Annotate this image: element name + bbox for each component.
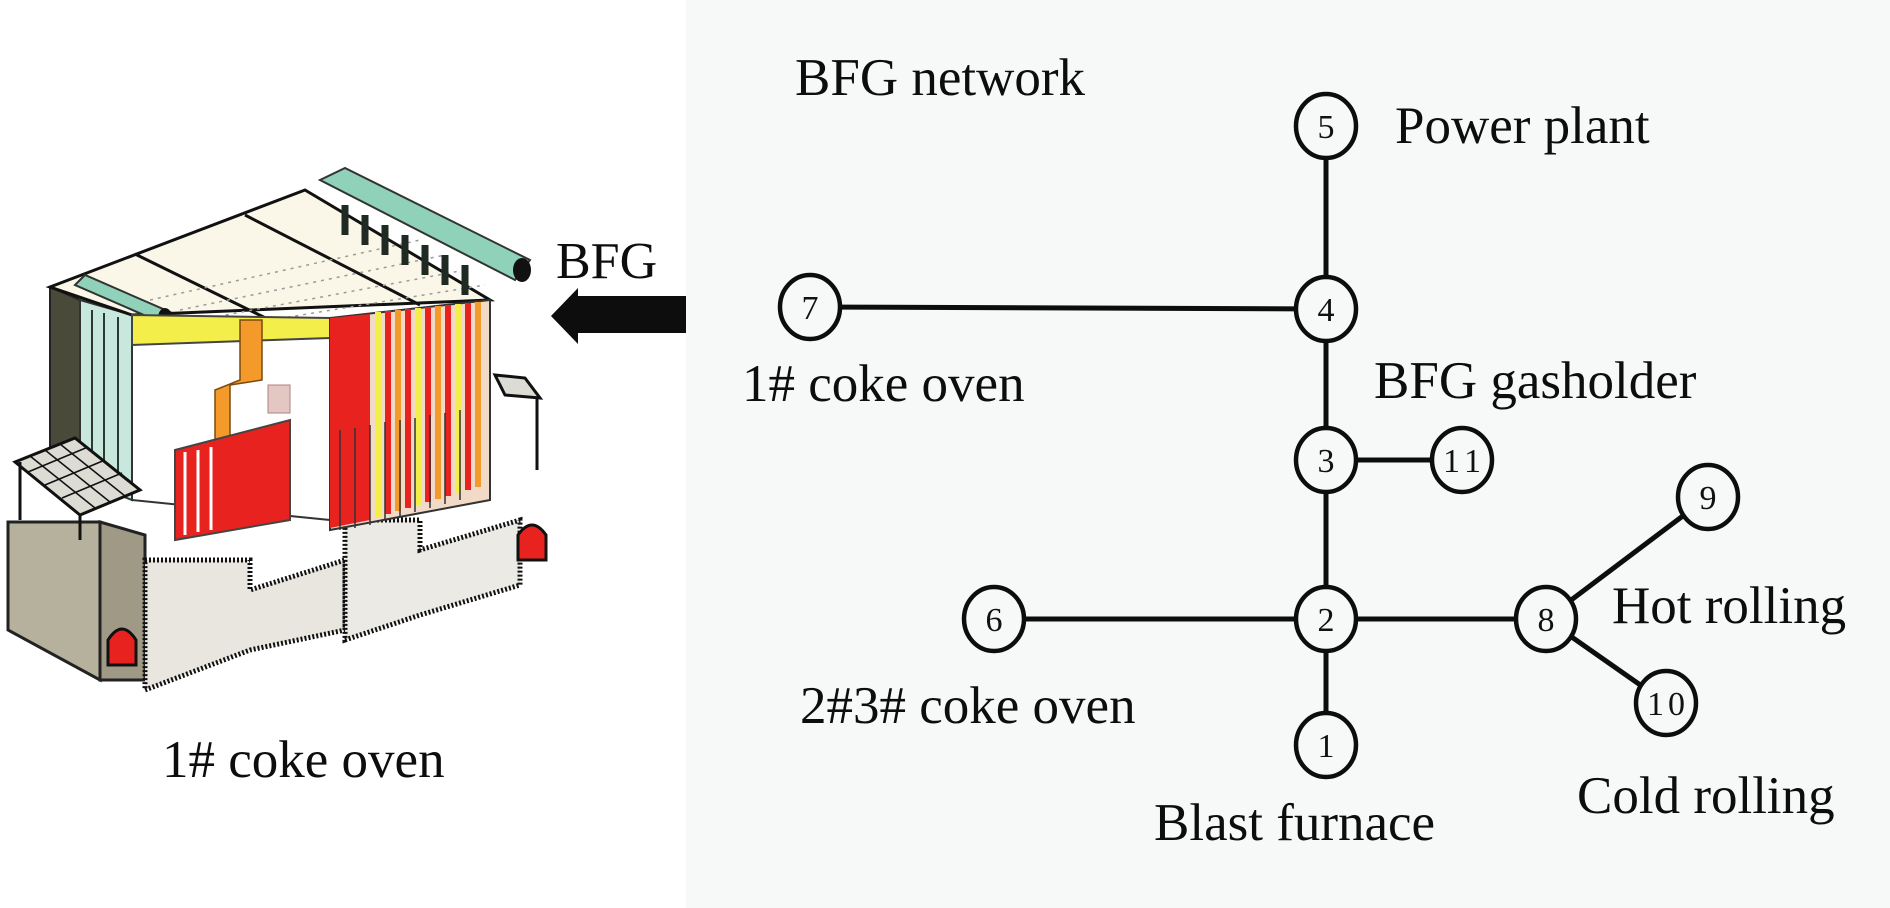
- node-number: 8: [1538, 602, 1555, 639]
- oven-main-end: [513, 258, 531, 282]
- node-circle: [1293, 584, 1359, 654]
- oven-platform-left-grid: [27, 443, 126, 509]
- coke-oven-illustration: [6, 166, 548, 694]
- oven-ascension-pipes: [341, 205, 469, 295]
- oven-platform-right: [492, 373, 544, 400]
- oven-collecting-main: [317, 166, 532, 282]
- node-circle: [1513, 584, 1579, 654]
- network-node-10: 10: [1633, 668, 1699, 738]
- bfg-arrow: [551, 288, 686, 344]
- node-circle: [1675, 462, 1741, 532]
- node-number: 4: [1318, 292, 1335, 329]
- gasholder-label: BFG gasholder: [1374, 352, 1697, 410]
- node-5-label: Power plant: [1395, 97, 1650, 155]
- node-7-label: 1# coke oven: [742, 355, 1025, 413]
- bfg-arrow-label: BFG: [556, 233, 658, 290]
- pipe-edge-7-4: [809, 304, 1327, 312]
- network-node-3: 3: [1293, 425, 1359, 495]
- oven-hatch-panel: [267, 384, 291, 414]
- node-8-label: Hot rolling: [1612, 577, 1847, 635]
- node-number: 5: [1318, 109, 1335, 146]
- node-number: 2: [1318, 602, 1335, 639]
- node-10-label: Cold rolling: [1577, 767, 1835, 825]
- bfg-arrow-shape: [551, 288, 686, 344]
- node-circle: [1293, 91, 1359, 161]
- left-panel: BFG 1# coke oven: [0, 0, 686, 908]
- node-number: 7: [802, 290, 819, 327]
- network-node-2: 2: [1293, 584, 1359, 654]
- node-6-label: 2#3# coke oven: [800, 677, 1136, 735]
- network-node-9: 9: [1675, 462, 1741, 532]
- node-1-label: Blast furnace: [1154, 794, 1436, 852]
- oven-platform-legs: [18, 398, 539, 540]
- node-number: 6: [986, 602, 1003, 639]
- node-circle: [1293, 710, 1359, 780]
- oven-door-stripes: [183, 447, 213, 535]
- node-number: 3: [1318, 443, 1335, 480]
- pipe-edge-8-9: [1544, 495, 1710, 621]
- network-node-1: 1: [1293, 710, 1359, 780]
- network-node-4: 4: [1293, 274, 1359, 344]
- network-node-7: 7: [777, 272, 843, 342]
- node-number: 9: [1700, 480, 1717, 517]
- network-node-11: 11: [1429, 425, 1495, 495]
- oven-buckstays: [375, 302, 481, 517]
- node-circle: [1293, 425, 1359, 495]
- oven-lower-rods: [339, 410, 461, 530]
- oven-flue-right: [516, 523, 548, 562]
- node-circle: [777, 272, 843, 342]
- oven-lower-door: [174, 418, 291, 542]
- node-number: 1: [1318, 728, 1335, 765]
- node-circle: [1429, 425, 1495, 495]
- network-title: BFG network: [795, 49, 1086, 107]
- node-circle: [1633, 668, 1699, 738]
- oven-caption: 1# coke oven: [162, 731, 445, 789]
- network-node-6: 6: [961, 584, 1027, 654]
- oven-flue-left: [106, 627, 138, 667]
- node-circle: [1293, 274, 1359, 344]
- node-circle: [961, 584, 1027, 654]
- network-node-8: 8: [1513, 584, 1579, 654]
- network-node-5: 5: [1293, 91, 1359, 161]
- bfg-network-panel: BFG network Power plant 1# coke oven BFG…: [686, 0, 1890, 908]
